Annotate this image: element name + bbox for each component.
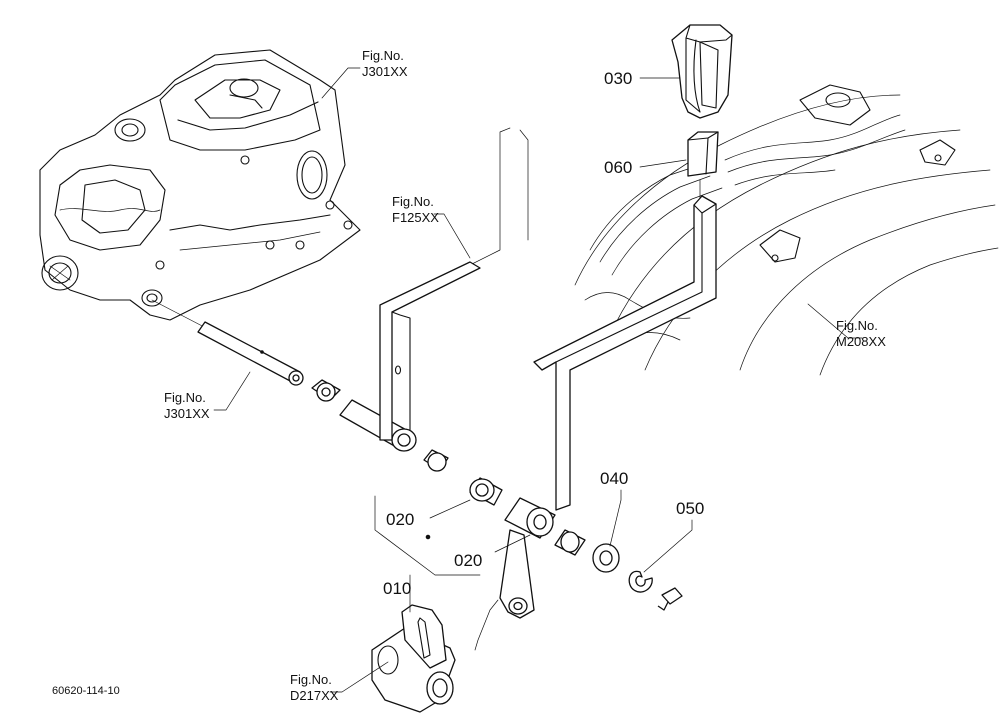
part-number-010: 010 <box>383 579 411 598</box>
reference-label-d217: Fig.No. D217XX <box>290 672 339 703</box>
link-arm-d217-drawing <box>371 599 499 713</box>
fig-label-line1: Fig.No. <box>290 672 332 687</box>
part-number-020-lower: 020 <box>454 551 482 570</box>
fig-label-line2: J301XX <box>362 64 408 79</box>
fig-label-line1: Fig.No. <box>392 194 434 209</box>
fig-label-line2: M208XX <box>836 334 886 349</box>
fig-label-line1: Fig.No. <box>836 318 878 333</box>
part-number-040: 040 <box>600 469 628 488</box>
snap-ring-050-shape <box>628 570 653 593</box>
link-rod-f125-drawing <box>379 127 529 441</box>
washer-and-clip-drawing <box>592 543 683 611</box>
reference-label-f125: Fig.No. F125XX <box>392 194 439 225</box>
fig-label-line1: Fig.No. <box>164 390 206 405</box>
lever-pad-060-drawing <box>687 131 719 199</box>
fig-label-line1: Fig.No. <box>362 48 404 63</box>
drawing-code: 60620-114-10 <box>52 685 120 697</box>
leader-lines <box>213 67 863 693</box>
fig-label-line2: J301XX <box>164 406 210 421</box>
fender-m208-drawing <box>574 84 999 376</box>
fig-label-line2: D217XX <box>290 688 339 703</box>
part-number-060: 060 <box>604 158 632 177</box>
shift-lever-drawing <box>499 195 717 619</box>
transmission-housing-drawing <box>39 49 361 321</box>
lever-knob-030-drawing <box>671 24 733 119</box>
part-number-020-upper: 020 <box>386 510 414 529</box>
reference-label-gearbox-left: Fig.No. J301XX <box>164 390 210 421</box>
part-number-030: 030 <box>604 69 632 88</box>
reference-label-gearbox-top: Fig.No. J301XX <box>362 48 408 79</box>
fig-label-line2: F125XX <box>392 210 439 225</box>
part-number-050: 050 <box>676 499 704 518</box>
reference-label-m208: Fig.No. M208XX <box>836 318 886 349</box>
